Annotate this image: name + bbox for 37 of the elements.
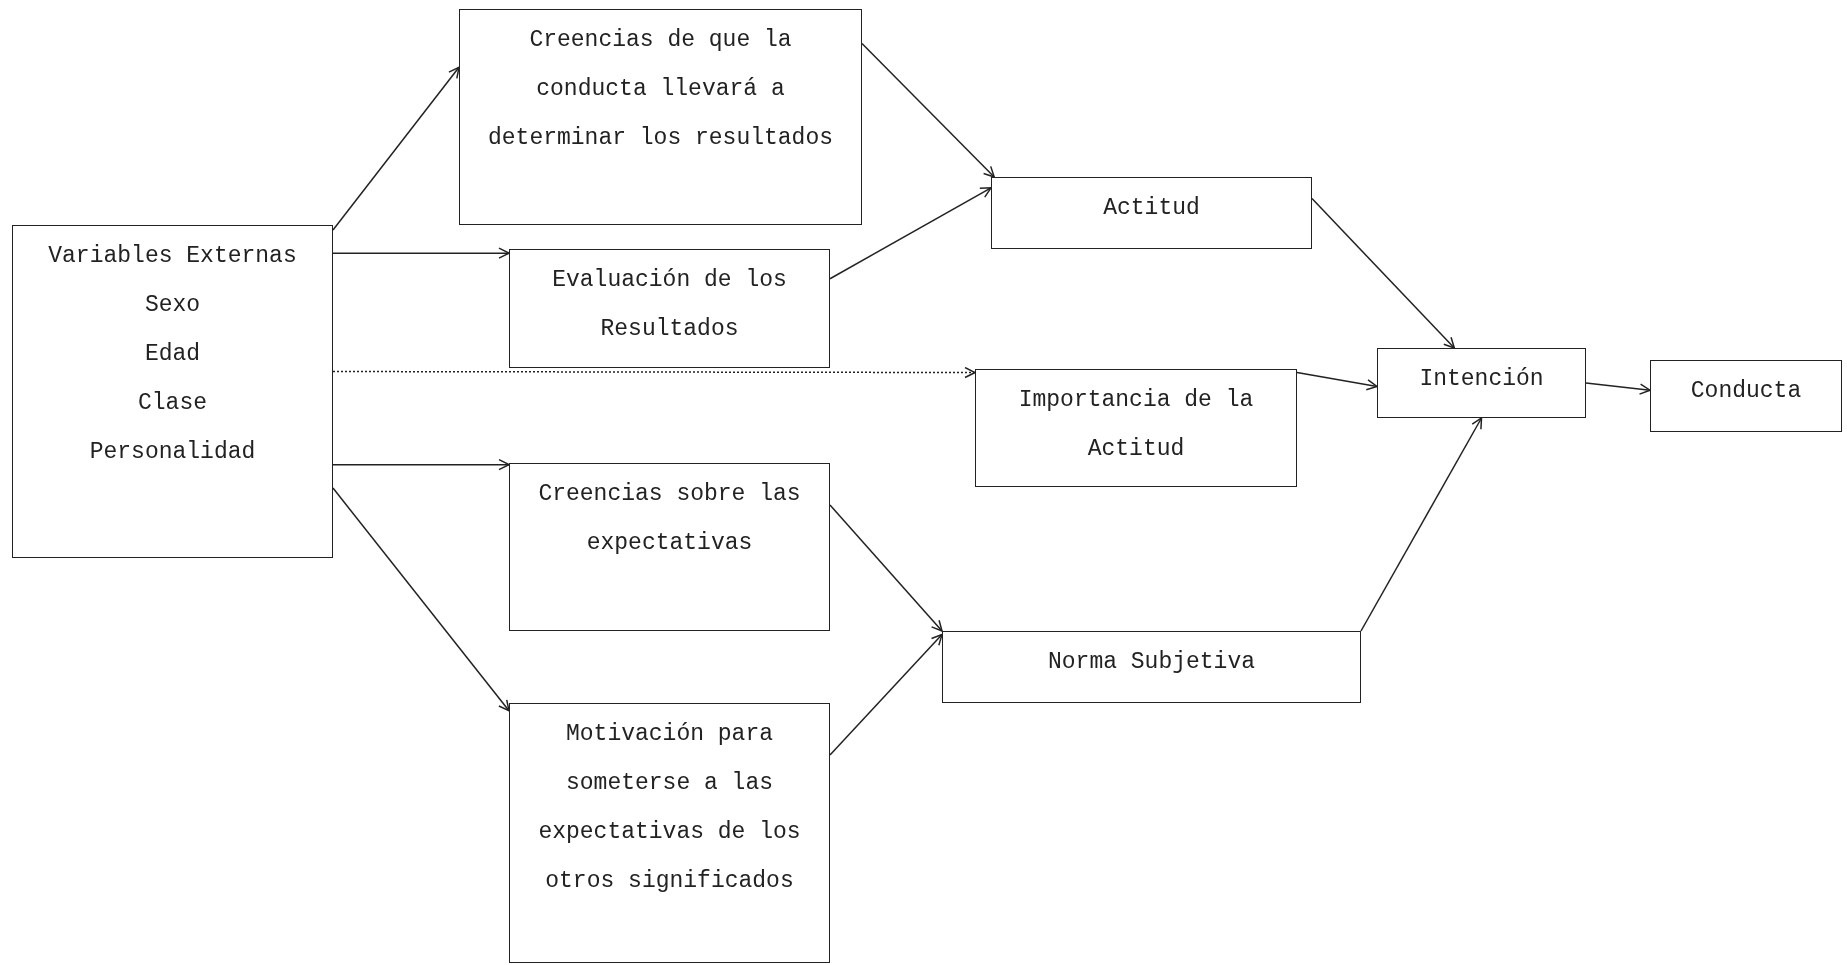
dotted-arrow — [332, 366, 976, 379]
process-box — [459, 9, 862, 225]
arrow — [332, 66, 460, 231]
box-label: Motivación para someterse a las expectativas de los otros significados — [537, 720, 802, 896]
box-label: Norma Subjetiva — [1047, 648, 1255, 677]
arrow — [332, 247, 510, 259]
arrow — [1296, 371, 1378, 391]
process-box — [1377, 348, 1586, 418]
process-box — [1650, 360, 1842, 432]
box-label: Variables Externas — [48, 242, 297, 271]
box-label: Intención — [1419, 365, 1544, 394]
arrow — [829, 633, 943, 756]
process-box — [509, 249, 830, 368]
arrow — [861, 42, 995, 178]
arrow — [829, 187, 992, 280]
arrow — [332, 487, 510, 712]
process-box — [12, 225, 333, 558]
process-box — [942, 631, 1361, 703]
arrow — [1311, 197, 1456, 349]
box-label: Creencias sobre las expectativas — [537, 480, 802, 558]
process-box — [509, 703, 830, 963]
box-label: Importancia de la Actitud — [1017, 386, 1255, 464]
arrow — [1585, 382, 1651, 395]
process-box — [975, 369, 1297, 487]
box-label: Evaluación de los Resultados — [551, 266, 788, 344]
arrow — [1360, 417, 1483, 632]
process-box — [991, 177, 1312, 249]
box-label: Clase — [138, 389, 207, 418]
box-label: Conducta — [1690, 377, 1802, 406]
box-label: Personalidad — [89, 438, 256, 467]
arrow — [829, 504, 943, 632]
arrow — [332, 458, 510, 471]
box-label: Edad — [144, 340, 201, 369]
box-label: Actitud — [1103, 194, 1200, 223]
box-label: Sexo — [144, 291, 201, 320]
process-box — [509, 463, 830, 631]
box-label: Creencias de que la conducta llevará a determinar los resultados — [486, 26, 835, 153]
